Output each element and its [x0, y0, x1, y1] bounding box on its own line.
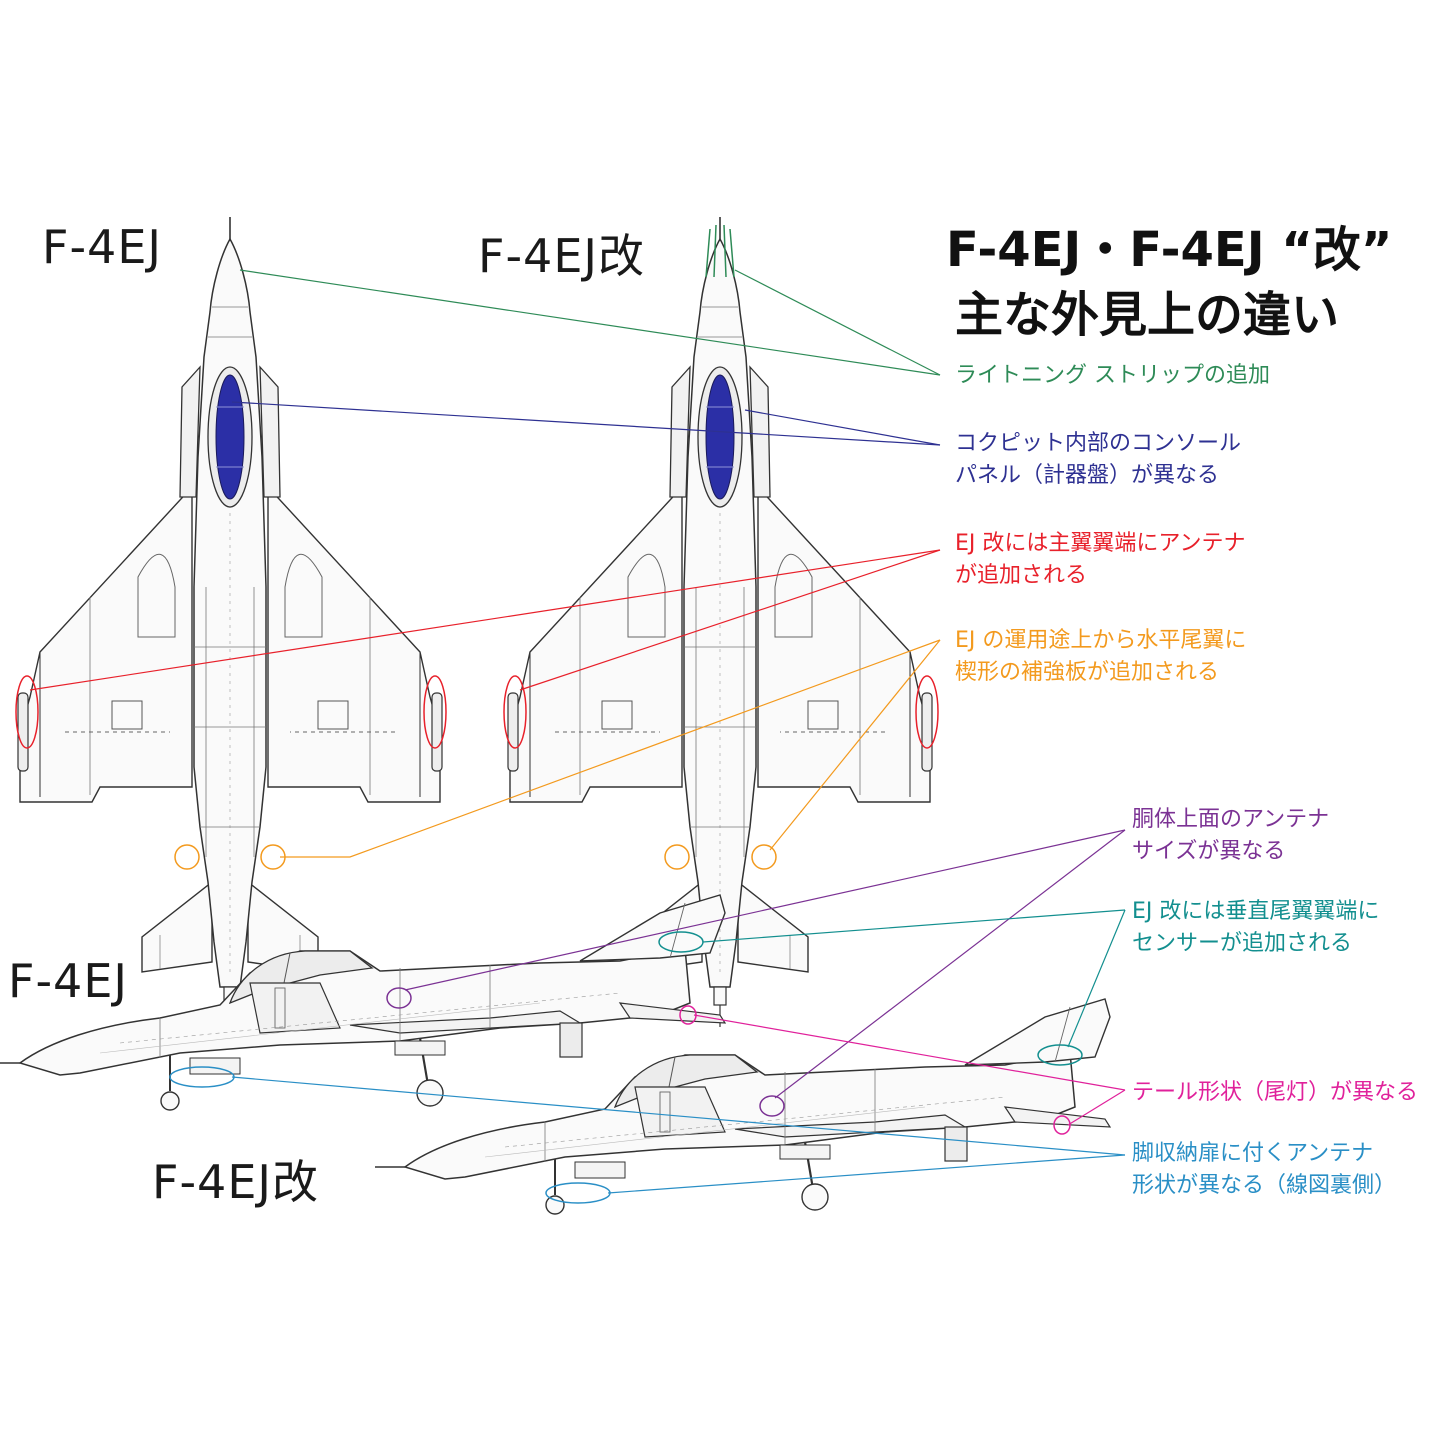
wingtip-marker-left — [15, 675, 39, 749]
callout-text: 形状が異なる（線図裏側） — [1132, 1173, 1397, 1198]
leader-wingtip-kai — [519, 549, 941, 691]
callout-lightning-strip: ライトニング ストリップの追加 — [955, 360, 1270, 392]
callout-cockpit-console: コクピット内部のコンソール パネル（計器盤）が異なる — [955, 428, 1241, 492]
leader-fin — [702, 909, 1126, 943]
label-top-f4ej: F-4EJ — [42, 220, 162, 274]
leader-dorsal-kai — [774, 829, 1126, 1099]
wingtip-marker-right — [423, 675, 447, 749]
leader-tail-kai — [1067, 1089, 1126, 1126]
top-view-f4ej — [0, 216, 443, 1028]
callout-text: 脚収納扉に付くアンテナ — [1132, 1141, 1374, 1166]
callout-text: コクピット内部のコンソール — [955, 431, 1242, 456]
dorsal-marker-kai — [759, 1095, 785, 1117]
callout-text: テール形状（尾灯）が異なる — [1132, 1080, 1419, 1105]
dorsal-marker-ej — [386, 987, 412, 1009]
callout-text: 楔形の補強板が追加される — [955, 660, 1220, 685]
leader-wingtip — [29, 549, 941, 691]
stab-marker-3 — [664, 844, 690, 870]
callout-text: センサーが追加される — [1132, 931, 1353, 956]
callout-dorsal-antenna: 胴体上面のアンテナ サイズが異なる — [1132, 804, 1329, 868]
callout-stabilizer-plate: EJ の運用途上から水平尾翼に 楔形の補強板が追加される — [955, 625, 1246, 689]
stab-marker-1 — [174, 844, 200, 870]
top-view-f4ej-kai — [319, 216, 933, 1028]
leader-gear — [231, 1076, 1126, 1156]
leader-fin-kai — [1067, 909, 1126, 1048]
leader-lines — [29, 269, 1126, 1194]
leader-lightning — [239, 269, 941, 376]
label-side-f4ej: F-4EJ — [8, 954, 128, 1008]
wingtip-marker-left-kai — [503, 675, 527, 749]
tail-marker-kai — [1053, 1115, 1071, 1135]
callout-text: パネル（計器盤）が異なる — [955, 463, 1220, 488]
callout-text: ライトニング ストリップの追加 — [955, 363, 1270, 388]
leader-lightning-kai — [734, 269, 941, 376]
sheet-title-line1: F-4EJ・F-4EJ “改” — [946, 222, 1393, 278]
stab-marker-4 — [751, 844, 777, 870]
callout-text: 胴体上面のアンテナ — [1132, 807, 1330, 832]
leader-stab-kai — [769, 639, 941, 851]
wingtip-marker-right-kai — [915, 675, 939, 749]
sheet-title-line2: 主な外見上の違い — [955, 287, 1340, 343]
fin-marker-kai — [1037, 1044, 1083, 1066]
callout-text: EJ の運用途上から水平尾翼に — [955, 628, 1247, 653]
callout-tail-light: テール形状（尾灯）が異なる — [1132, 1077, 1418, 1109]
callout-text: EJ 改には主翼翼端にアンテナ — [955, 531, 1246, 556]
side-view-f4ej-kai — [373, 997, 1112, 1216]
callout-fin-sensor: EJ 改には垂直尾翼翼端に センサーが追加される — [1132, 896, 1379, 960]
callout-text: EJ 改には垂直尾翼翼端に — [1132, 899, 1380, 924]
callout-wingtip-antenna: EJ 改には主翼翼端にアンテナ が追加される — [955, 528, 1246, 592]
leader-dorsal — [404, 829, 1126, 991]
label-side-f4ej-kai: F-4EJ改 — [152, 1155, 319, 1209]
leader-cockpit-kai — [744, 409, 941, 446]
callout-text: が追加される — [955, 563, 1088, 588]
callout-text: サイズが異なる — [1132, 839, 1286, 864]
leader-tail — [693, 1014, 1126, 1091]
leader-cockpit — [231, 401, 941, 446]
label-top-f4ej-kai: F-4EJ改 — [478, 229, 645, 283]
leader-stab — [280, 639, 941, 858]
leader-gear-kai — [607, 1154, 1126, 1194]
callout-gear-door-antenna: 脚収納扉に付くアンテナ 形状が異なる（線図裏側） — [1132, 1138, 1396, 1202]
